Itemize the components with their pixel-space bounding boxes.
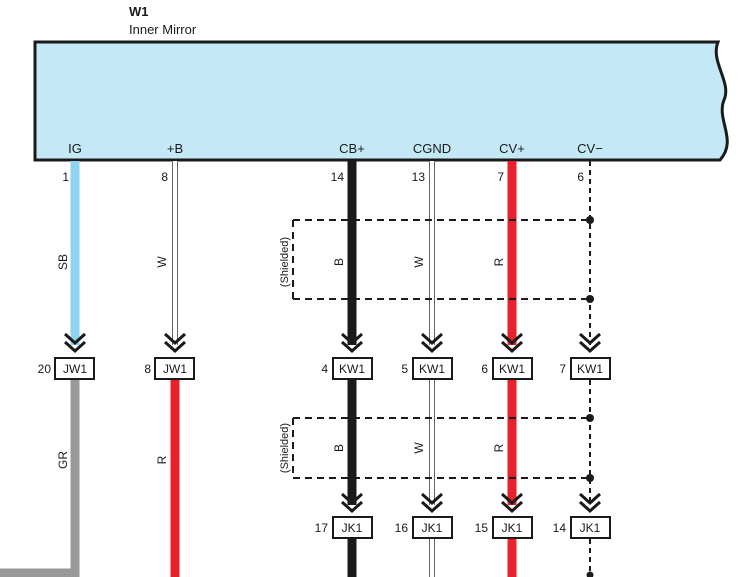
shield-junction-dot	[586, 216, 594, 224]
wire-color-label: R	[155, 455, 169, 464]
shield-label-upper: (Shielded)	[279, 237, 291, 287]
connector-kw1: KW1	[419, 362, 445, 376]
connector-pin-num: 5	[401, 362, 408, 376]
wire-color-label: W	[412, 442, 426, 454]
pin-label-cgnd: CGND	[413, 141, 451, 156]
pin-label-cb: CB+	[339, 141, 365, 156]
connector-pin-num: 15	[475, 521, 489, 535]
shield-label-lower: (Shielded)	[279, 423, 291, 473]
connector-jk1: JK1	[502, 521, 523, 535]
connector-jk1: JK1	[342, 521, 363, 535]
pin-label-cv-plus: CV+	[499, 141, 525, 156]
pin-num: 8	[161, 170, 168, 184]
connector-pin-num: 17	[315, 521, 329, 535]
wire-color-label: W	[412, 256, 426, 268]
pin-num: 6	[577, 170, 584, 184]
pin-num: 13	[412, 170, 426, 184]
connector-jw1: JW1	[63, 362, 87, 376]
chevron-icon	[63, 332, 602, 354]
pin-label-cv-minus: CV−	[577, 141, 603, 156]
connector-boxes-bottom	[332, 516, 611, 539]
connector-jw1: JW1	[163, 362, 187, 376]
wire-color-label: R	[492, 257, 506, 266]
shield-box-upper	[292, 216, 594, 303]
wire-color-label: B	[332, 444, 346, 452]
connector-boxes-mid	[54, 357, 611, 380]
inner-mirror-body	[33, 40, 729, 162]
connector-jk1: JK1	[580, 521, 601, 535]
shield-junction-dot	[586, 474, 594, 482]
pin-label-b: +B	[167, 141, 183, 156]
connector-pin-num: 7	[559, 362, 566, 376]
connector-pin-num: 14	[553, 521, 567, 535]
wire-color-label: W	[155, 256, 169, 268]
wire-gr	[0, 380, 80, 577]
connector-pin-num: 8	[144, 362, 151, 376]
connector-pin-num: 16	[395, 521, 409, 535]
pin-num: 7	[497, 170, 504, 184]
connector-kw1: KW1	[339, 362, 365, 376]
component-code: W1	[129, 4, 149, 19]
wire-color-label: SB	[56, 254, 70, 270]
connector-kw1: KW1	[499, 362, 525, 376]
connector-kw1: KW1	[577, 362, 603, 376]
connector-pin-num: 4	[321, 362, 328, 376]
pin-num: 14	[331, 170, 345, 184]
connector-pin-num: 6	[481, 362, 488, 376]
shield-box-lower	[292, 414, 594, 482]
wire-color-label: R	[492, 443, 506, 452]
connector-pin-num: 20	[38, 362, 52, 376]
chevron-icon	[340, 492, 602, 514]
shield-junction-dot	[586, 295, 594, 303]
pin-label-ig: IG	[68, 141, 82, 156]
shield-junction-dot	[586, 414, 594, 422]
junction-dot	[586, 571, 594, 577]
wire-color-label: GR	[56, 451, 70, 469]
wire-color-label: B	[332, 258, 346, 266]
connector-jk1: JK1	[422, 521, 443, 535]
pin-num: 1	[62, 170, 69, 184]
component-name: Inner Mirror	[129, 22, 197, 37]
